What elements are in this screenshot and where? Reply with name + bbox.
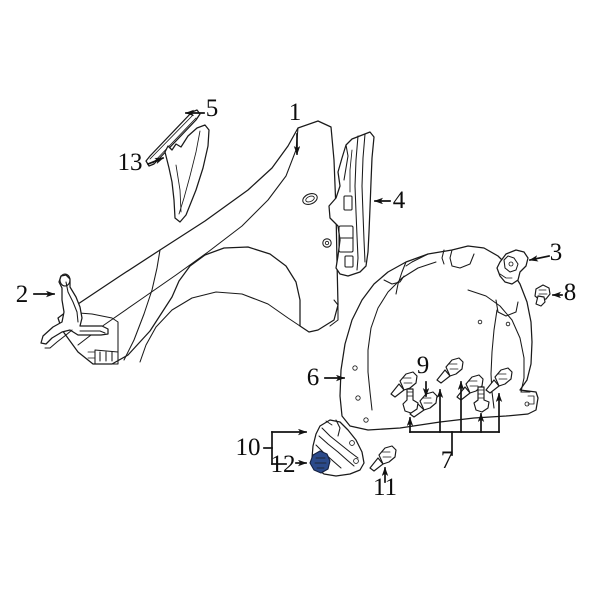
leader-10 bbox=[263, 428, 307, 465]
part-fender-front-bracket[interactable] bbox=[40, 273, 109, 349]
rivet-7e bbox=[473, 386, 490, 413]
callout-label-11[interactable]: 11 bbox=[373, 474, 397, 501]
part-fender-panel[interactable] bbox=[57, 120, 339, 365]
callout-label-8[interactable]: 8 bbox=[564, 279, 577, 306]
leader-7 bbox=[406, 381, 503, 456]
part-fender-rear-brace[interactable] bbox=[328, 131, 375, 277]
callout-label-group: 1 2 3 4 5 6 7 8 9 10 11 12 13 bbox=[16, 95, 577, 501]
rivet-7f bbox=[402, 388, 419, 414]
callout-label-10[interactable]: 10 bbox=[236, 434, 261, 461]
part-liner-retainer-clip[interactable] bbox=[496, 249, 529, 285]
part-lower-deflector-bracket[interactable] bbox=[311, 419, 365, 477]
part-corner-trim[interactable] bbox=[164, 124, 210, 223]
callout-label-2[interactable]: 2 bbox=[16, 281, 29, 308]
leader-13 bbox=[146, 156, 165, 166]
callout-label-1[interactable]: 1 bbox=[289, 99, 302, 126]
part-push-pin-fastener[interactable] bbox=[534, 284, 551, 307]
part-upper-molding-strip[interactable] bbox=[145, 109, 201, 167]
part-fender-liner[interactable] bbox=[339, 245, 539, 431]
part-grommet-nut-highlighted[interactable] bbox=[309, 450, 331, 474]
part-liner-screw-group[interactable] bbox=[390, 357, 513, 414]
screw-7a bbox=[390, 371, 418, 398]
callout-label-3[interactable]: 3 bbox=[550, 239, 563, 266]
screw-7d bbox=[485, 367, 513, 394]
callout-label-7[interactable]: 7 bbox=[441, 447, 454, 474]
screw-7b bbox=[436, 357, 464, 384]
callout-label-12[interactable]: 12 bbox=[271, 451, 296, 478]
callout-label-9[interactable]: 9 bbox=[417, 352, 430, 379]
callout-label-5[interactable]: 5 bbox=[206, 95, 219, 122]
callout-label-6[interactable]: 6 bbox=[307, 364, 320, 391]
part-deflector-screw[interactable] bbox=[369, 445, 397, 472]
callout-label-4[interactable]: 4 bbox=[393, 187, 406, 214]
callout-label-13[interactable]: 13 bbox=[118, 149, 143, 176]
leader-3 bbox=[528, 254, 551, 262]
